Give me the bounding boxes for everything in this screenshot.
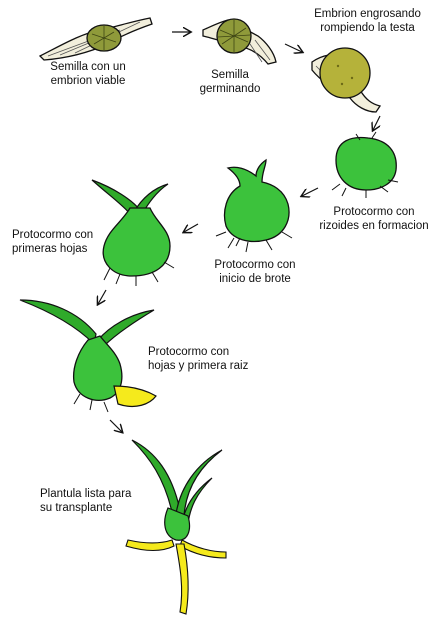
protocorm-shoot-illustration (216, 160, 292, 252)
protocorm-rhizoids-illustration (332, 132, 398, 198)
label-semilla-viable: Semilla con un embrion viable (28, 60, 148, 88)
label-protocormo-primeras-hojas: Protocormo con primeras hojas (12, 228, 127, 256)
label-plantula-lista: Plantula lista para su transplante (40, 487, 175, 515)
label-protocormo-rizoides: Protocormo con rizoides en formacion (312, 205, 436, 233)
seedling-illustration (126, 440, 226, 614)
label-protocormo-brote: Protocormo con inicio de brote (195, 258, 315, 286)
arrow-4-5 (302, 188, 318, 196)
label-semilla-germinando: Semilla germinando (190, 68, 270, 96)
label-protocormo-hojas-raiz: Protocormo con hojas y primera raiz (148, 345, 268, 373)
label-embrion-engrosando: Embrion engrosando rompiendo la testa (305, 7, 430, 35)
protocorm-leaves-root-illustration (20, 300, 156, 412)
seed-germinating-illustration (203, 19, 276, 64)
arrow-7-8 (110, 420, 122, 432)
seed-viable-illustration (40, 18, 152, 60)
arrow-6-7 (98, 290, 106, 304)
arrow-5-6 (184, 224, 198, 232)
arrow-2-3 (285, 44, 302, 52)
embryo-thickening-illustration (312, 48, 380, 112)
arrow-3-4 (373, 116, 380, 130)
